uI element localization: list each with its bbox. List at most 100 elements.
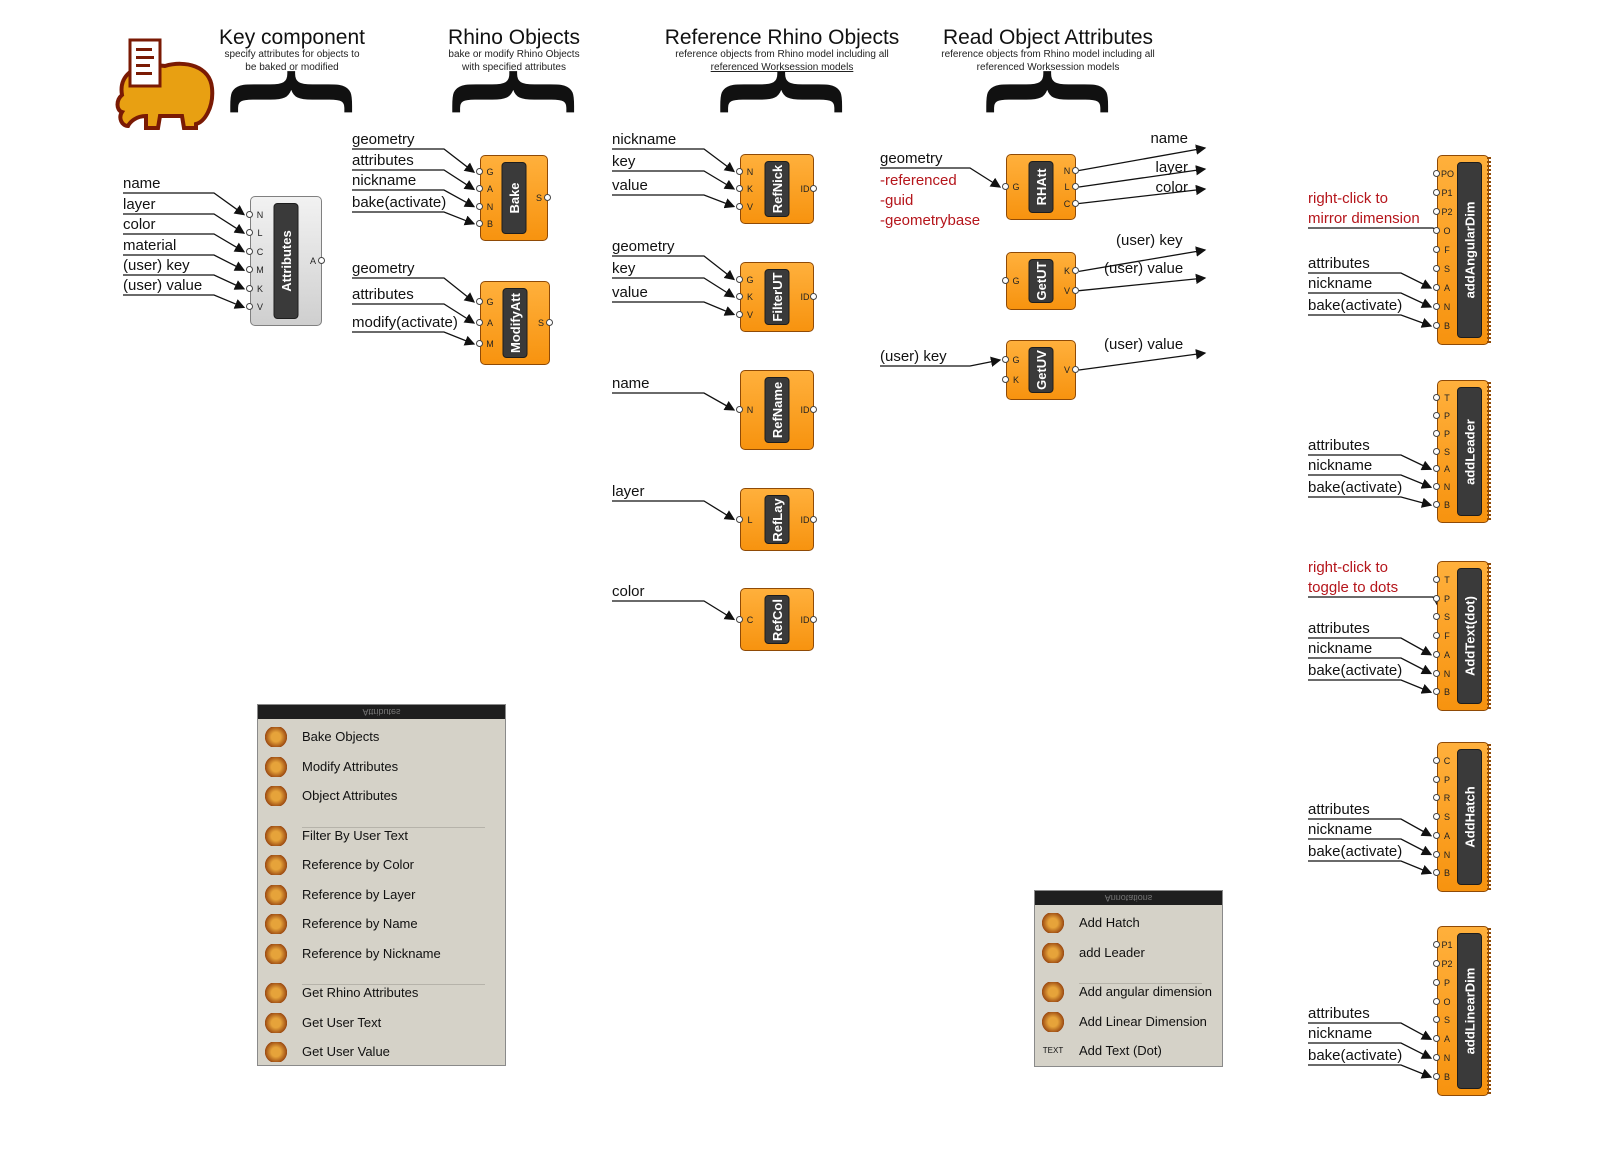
- input-grip-modifyatt[interactable]: [476, 298, 483, 305]
- output-grip-refcol[interactable]: [810, 615, 817, 623]
- input-grip-addangulardim[interactable]: [1433, 322, 1440, 329]
- input-grip-addangulardim[interactable]: [1433, 208, 1440, 215]
- component-refname[interactable]: RefName: [740, 370, 814, 450]
- input-grip-addleader[interactable]: [1433, 483, 1440, 491]
- input-grip-addlineardim[interactable]: [1433, 940, 1440, 948]
- output-grip-getut[interactable]: [1072, 267, 1079, 275]
- input-grip-refcol[interactable]: [736, 615, 743, 623]
- menu-item-add-linear-dimension[interactable]: Add Linear Dimension: [1079, 1013, 1207, 1029]
- output-grip-getuv[interactable]: [1072, 366, 1079, 373]
- menu-item-add-leader[interactable]: add Leader: [1079, 944, 1145, 960]
- input-grip-getut[interactable]: [1002, 277, 1009, 284]
- input-grip-filterut[interactable]: [736, 293, 743, 300]
- component-addtextdot[interactable]: AddText(dot): [1437, 561, 1489, 711]
- input-grip-addangulardim[interactable]: [1433, 265, 1440, 272]
- menu-item-modify-attributes[interactable]: Modify Attributes: [302, 758, 399, 774]
- input-grip-filterut[interactable]: [736, 310, 743, 318]
- menu-item-add-text-dot-[interactable]: Add Text (Dot): [1079, 1043, 1162, 1058]
- input-grip-addleader[interactable]: [1433, 411, 1440, 419]
- output-grip-rhatt[interactable]: [1072, 183, 1079, 190]
- input-grip-refnick[interactable]: [736, 167, 743, 175]
- menu-item-add-angular-dimension[interactable]: Add angular dimension: [1079, 984, 1212, 999]
- input-grip-bake[interactable]: [476, 168, 483, 176]
- input-grip-bake[interactable]: [476, 202, 483, 210]
- menu-item-get-user-value[interactable]: Get User Value: [302, 1044, 390, 1059]
- input-grip-addhatch[interactable]: [1433, 850, 1440, 858]
- input-grip-refname[interactable]: [736, 406, 743, 413]
- input-grip-filterut[interactable]: [736, 275, 743, 283]
- output-grip-rhatt[interactable]: [1072, 166, 1079, 174]
- input-grip-addtextdot[interactable]: [1433, 688, 1440, 696]
- output-grip-refnick[interactable]: [810, 185, 817, 192]
- input-grip-modifyatt[interactable]: [476, 319, 483, 326]
- menu-item-reference-by-layer[interactable]: Reference by Layer: [302, 886, 416, 902]
- input-grip-attributes[interactable]: [246, 210, 253, 218]
- input-grip-addleader[interactable]: [1433, 465, 1440, 473]
- component-bake[interactable]: Bake: [480, 155, 548, 241]
- menu-item-filter-by-user-text[interactable]: Filter By User Text: [302, 827, 408, 843]
- input-grip-bake[interactable]: [476, 219, 483, 227]
- component-getuv[interactable]: GetUV: [1006, 340, 1076, 400]
- input-grip-addleader[interactable]: [1433, 501, 1440, 509]
- output-grip-refname[interactable]: [810, 406, 817, 413]
- input-grip-addhatch[interactable]: [1433, 869, 1440, 877]
- input-grip-attributes[interactable]: [246, 303, 253, 311]
- input-grip-getuv[interactable]: [1002, 376, 1009, 383]
- input-grip-modifyatt[interactable]: [476, 340, 483, 347]
- input-grip-refnick[interactable]: [736, 185, 743, 192]
- menu-item-bake-objects[interactable]: Bake Objects: [302, 729, 380, 744]
- input-grip-addangulardim[interactable]: [1433, 227, 1440, 234]
- input-grip-addangulardim[interactable]: [1433, 189, 1440, 196]
- input-grip-addlineardim[interactable]: [1433, 959, 1440, 967]
- component-filterut[interactable]: FilterUT: [740, 262, 814, 332]
- input-grip-reflay[interactable]: [736, 515, 743, 523]
- output-grip-rhatt[interactable]: [1072, 199, 1079, 207]
- input-grip-bake[interactable]: [476, 185, 483, 193]
- input-grip-attributes[interactable]: [246, 247, 253, 255]
- input-grip-attributes[interactable]: [246, 229, 253, 237]
- input-grip-refnick[interactable]: [736, 202, 743, 210]
- input-grip-addleader[interactable]: [1433, 447, 1440, 455]
- component-modifyatt[interactable]: ModifyAtt: [480, 281, 550, 365]
- input-grip-addangulardim[interactable]: [1433, 246, 1440, 253]
- menu-item-add-hatch[interactable]: Add Hatch: [1079, 915, 1140, 930]
- input-grip-addlineardim[interactable]: [1433, 1016, 1440, 1024]
- output-grip-attributes[interactable]: [318, 257, 325, 264]
- component-addangulardim[interactable]: addAngularDim: [1437, 155, 1489, 345]
- menu-item-reference-by-name[interactable]: Reference by Name: [302, 916, 418, 931]
- component-addleader[interactable]: addLeader: [1437, 380, 1489, 523]
- output-grip-bake[interactable]: [544, 194, 551, 201]
- component-addhatch[interactable]: AddHatch: [1437, 742, 1489, 892]
- output-grip-reflay[interactable]: [810, 515, 817, 523]
- input-grip-addtextdot[interactable]: [1433, 669, 1440, 677]
- input-grip-addtextdot[interactable]: [1433, 613, 1440, 621]
- input-grip-addhatch[interactable]: [1433, 794, 1440, 802]
- input-grip-getuv[interactable]: [1002, 356, 1009, 363]
- input-grip-addlineardim[interactable]: [1433, 1054, 1440, 1062]
- output-grip-getut[interactable]: [1072, 286, 1079, 294]
- menu-item-reference-by-color[interactable]: Reference by Color: [302, 857, 414, 872]
- menu-item-get-user-text[interactable]: Get User Text: [302, 1014, 382, 1030]
- input-grip-addangulardim[interactable]: [1433, 170, 1440, 177]
- input-grip-addhatch[interactable]: [1433, 775, 1440, 783]
- component-addlineardim[interactable]: addLinearDim: [1437, 926, 1489, 1096]
- menu-item-object-attributes[interactable]: Object Attributes: [302, 788, 398, 803]
- input-grip-addangulardim[interactable]: [1433, 284, 1440, 291]
- menu-item-reference-by-nickname[interactable]: Reference by Nickname: [302, 945, 441, 961]
- input-grip-rhatt[interactable]: [1002, 183, 1009, 190]
- menu-item-get-rhino-attributes[interactable]: Get Rhino Attributes: [302, 985, 419, 1000]
- input-grip-attributes[interactable]: [246, 284, 253, 292]
- component-getut[interactable]: GetUT: [1006, 252, 1076, 310]
- input-grip-addhatch[interactable]: [1433, 813, 1440, 820]
- input-grip-addlineardim[interactable]: [1433, 1073, 1440, 1081]
- input-grip-addlineardim[interactable]: [1433, 978, 1440, 986]
- input-grip-attributes[interactable]: [246, 266, 253, 274]
- input-grip-addleader[interactable]: [1433, 429, 1440, 437]
- input-grip-addhatch[interactable]: [1433, 831, 1440, 839]
- output-grip-modifyatt[interactable]: [546, 319, 553, 326]
- input-grip-addtextdot[interactable]: [1433, 594, 1440, 602]
- input-grip-addleader[interactable]: [1433, 393, 1440, 401]
- input-grip-addangulardim[interactable]: [1433, 303, 1440, 310]
- input-grip-addtextdot[interactable]: [1433, 575, 1440, 583]
- input-grip-addhatch[interactable]: [1433, 756, 1440, 764]
